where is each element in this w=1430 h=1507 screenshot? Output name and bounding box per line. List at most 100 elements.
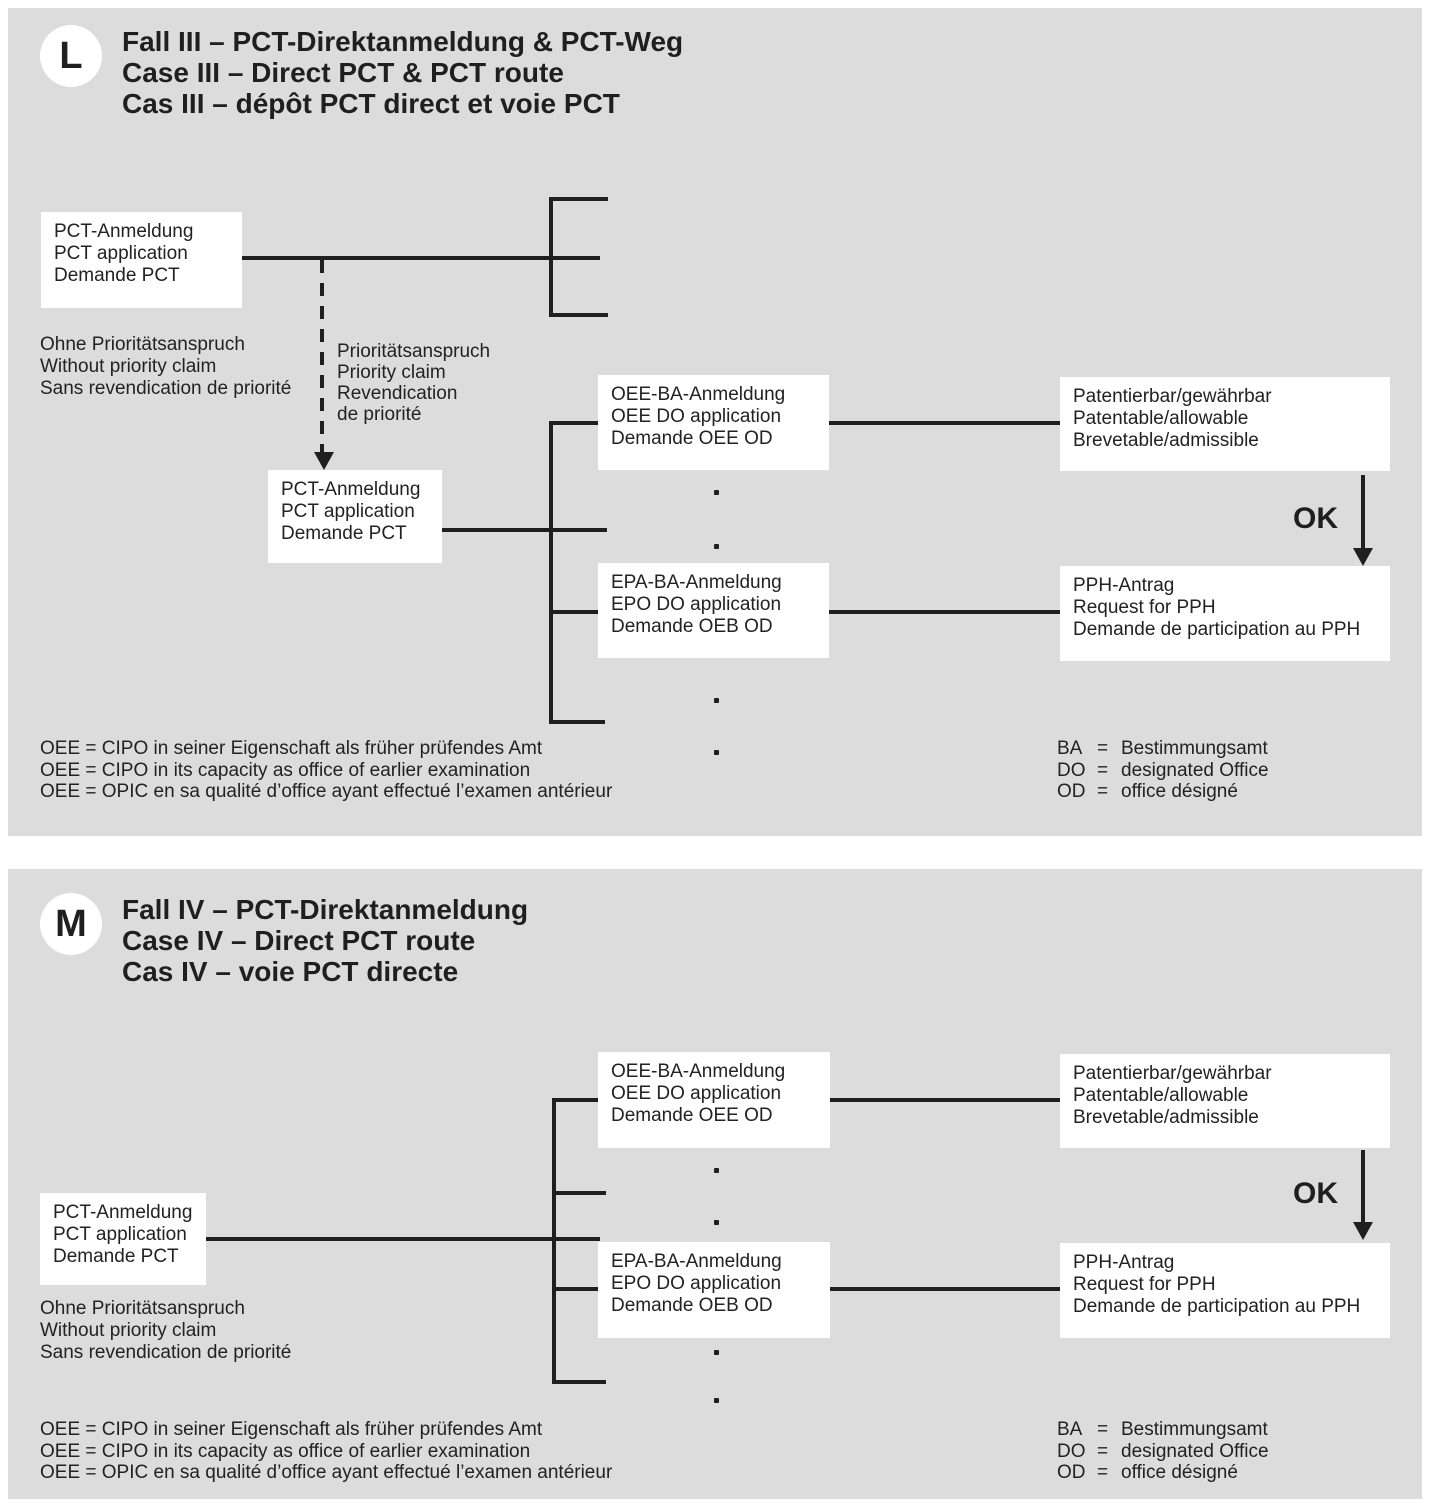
footnote-line: OEE = CIPO in its capacity as office of … xyxy=(40,759,531,781)
label-line: Revendication xyxy=(337,383,458,404)
ellipsis-dot xyxy=(714,698,719,703)
legend-row: DO = designated Office xyxy=(1057,1441,1269,1463)
oee-do-application-box: OEE-BA-Anmeldung OEE DO application Dema… xyxy=(598,1052,830,1148)
connector-oee-to-patentable xyxy=(830,1098,1062,1102)
footnote-line: OEE = OPIC en sa qualité d’office ayant … xyxy=(40,1462,613,1483)
box-line: PCT-Anmeldung xyxy=(54,221,194,242)
title-de: Fall IV – PCT-Direktanmeldung xyxy=(122,894,529,925)
connector-pct-to-bracket xyxy=(206,1237,600,1241)
bracket-lower-stub-open xyxy=(549,720,605,724)
ok-label: OK xyxy=(1293,1177,1338,1210)
box-line: EPO DO application xyxy=(611,1273,782,1294)
case-badge: L xyxy=(40,25,102,87)
box-line: Demande de participation au PPH xyxy=(1073,619,1361,640)
connector-oee-to-patentable xyxy=(829,421,1062,425)
legend-row: BA = Bestimmungsamt xyxy=(1057,1419,1269,1441)
box-line: Demande PCT xyxy=(54,265,180,286)
ok-arrowhead-icon xyxy=(1353,1222,1373,1240)
box-line: OEE DO application xyxy=(611,1083,782,1104)
legend-abbr: BA xyxy=(1057,1419,1083,1440)
box-line: EPA-BA-Anmeldung xyxy=(611,1251,782,1272)
legend-equals: = xyxy=(1097,1419,1109,1440)
case-badge-letter: L xyxy=(59,34,83,77)
ellipsis-dot xyxy=(714,750,719,755)
box-line: Patentierbar/gewährbar xyxy=(1073,1063,1272,1084)
label-line: de priorité xyxy=(337,404,422,425)
legend-equals: = xyxy=(1097,738,1109,759)
title-en: Case IV – Direct PCT route xyxy=(122,925,476,956)
box-line: OEE DO application xyxy=(611,406,782,427)
box-line: PCT-Anmeldung xyxy=(281,479,421,500)
oee-do-application-box: OEE-BA-Anmeldung OEE DO application Dema… xyxy=(598,375,829,470)
ok-label: OK xyxy=(1293,502,1338,535)
bracket-vertical xyxy=(552,1098,556,1384)
box-line: Brevetable/admissible xyxy=(1073,430,1259,451)
legend-equals: = xyxy=(1097,1440,1109,1462)
label-line: Prioritätsanspruch xyxy=(337,341,491,362)
priority-dashed-line xyxy=(320,260,324,458)
box-line: PCT application xyxy=(54,243,188,264)
ok-arrowhead-icon xyxy=(1353,548,1373,566)
ellipsis-dot xyxy=(714,1220,719,1225)
bracket-lower-stub-oee xyxy=(549,421,600,425)
box-line: Patentable/allowable xyxy=(1073,408,1249,429)
legend-row: BA = Bestimmungsamt xyxy=(1057,738,1269,760)
bracket-stub-oee xyxy=(552,1098,600,1102)
panel-case-4: M Fall IV – PCT-Direktanmeldung Case IV … xyxy=(8,869,1422,1499)
bracket-lower-vertical xyxy=(549,421,553,724)
box-line: PCT-Anmeldung xyxy=(53,1202,193,1223)
bracket-top-stub-2 xyxy=(549,313,608,317)
label-line: Without priority claim xyxy=(40,1320,217,1341)
legend-equals: = xyxy=(1097,759,1109,781)
legend-abbr: DO xyxy=(1057,1440,1086,1462)
oee-footnotes: OEE = CIPO in seiner Eigenschaft als frü… xyxy=(40,738,612,803)
case-badge-letter: M xyxy=(55,902,87,945)
panel-case-3: L Fall III – PCT-Direktanmeldung & PCT-W… xyxy=(8,8,1422,836)
case-badge: M xyxy=(40,893,102,955)
no-priority-label: Ohne Prioritätsanspruch Without priority… xyxy=(40,334,291,400)
legend-label: designated Office xyxy=(1121,759,1269,781)
ok-arrow-shaft xyxy=(1361,1150,1365,1222)
legend-equals: = xyxy=(1097,781,1109,802)
legend-label: Bestimmungsamt xyxy=(1121,1419,1268,1440)
title-de: Fall III – PCT-Direktanmeldung & PCT-Weg xyxy=(122,26,684,57)
box-line: Brevetable/admissible xyxy=(1073,1107,1259,1128)
footnote-line: OEE = CIPO in its capacity as office of … xyxy=(40,1440,531,1462)
abbreviation-legend: BA = Bestimmungsamt DO = designated Offi… xyxy=(1057,738,1269,803)
legend-label: office désigné xyxy=(1121,1462,1238,1483)
priority-claim-label: Prioritätsanspruch Priority claim Revend… xyxy=(337,341,490,425)
bracket-stub-open-1 xyxy=(552,1191,606,1195)
legend-abbr: BA xyxy=(1057,738,1083,759)
connector-epa-to-pph xyxy=(829,610,1062,614)
footnote-line: OEE = OPIC en sa qualité d’office ayant … xyxy=(40,781,613,802)
box-line: Demande OEB OD xyxy=(611,616,773,637)
box-line: EPA-BA-Anmeldung xyxy=(611,572,782,593)
epo-do-application-box: EPA-BA-Anmeldung EPO DO application Dema… xyxy=(598,563,829,658)
footnote-line: OEE = CIPO in seiner Eigenschaft als frü… xyxy=(40,738,543,759)
legend-abbr: DO xyxy=(1057,759,1086,781)
oee-footnotes: OEE = CIPO in seiner Eigenschaft als frü… xyxy=(40,1419,612,1484)
box-line: Patentierbar/gewährbar xyxy=(1073,386,1272,407)
pct-application-box: PCT-Anmeldung PCT application Demande PC… xyxy=(40,1193,206,1285)
legend-label: office désigné xyxy=(1121,781,1238,802)
pph-request-box: PPH-Antrag Request for PPH Demande de pa… xyxy=(1060,566,1390,661)
epo-do-application-box: EPA-BA-Anmeldung EPO DO application Dema… xyxy=(598,1242,830,1338)
connector-pct2-to-bracket xyxy=(442,528,607,532)
box-line: Demande OEE OD xyxy=(611,1105,773,1126)
box-line: OEE-BA-Anmeldung xyxy=(611,1061,786,1082)
box-line: Demande PCT xyxy=(53,1246,179,1267)
ellipsis-dot xyxy=(714,1168,719,1173)
title-fr: Cas IV – voie PCT directe xyxy=(122,956,459,987)
label-line: Ohne Prioritätsanspruch xyxy=(40,334,245,355)
abbreviation-legend: BA = Bestimmungsamt DO = designated Offi… xyxy=(1057,1419,1269,1484)
bracket-top-vertical xyxy=(549,197,553,317)
pct-application-box: PCT-Anmeldung PCT application Demande PC… xyxy=(41,212,242,308)
legend-label: designated Office xyxy=(1121,1440,1269,1462)
box-line: Demande OEE OD xyxy=(611,428,773,449)
box-line: Request for PPH xyxy=(1073,597,1216,618)
ellipsis-dot xyxy=(714,1350,719,1355)
patentable-box: Patentierbar/gewährbar Patentable/allowa… xyxy=(1060,1054,1390,1148)
box-line: PCT application xyxy=(53,1224,187,1245)
bracket-lower-stub-epa xyxy=(549,610,600,614)
box-line: Demande PCT xyxy=(281,523,407,544)
